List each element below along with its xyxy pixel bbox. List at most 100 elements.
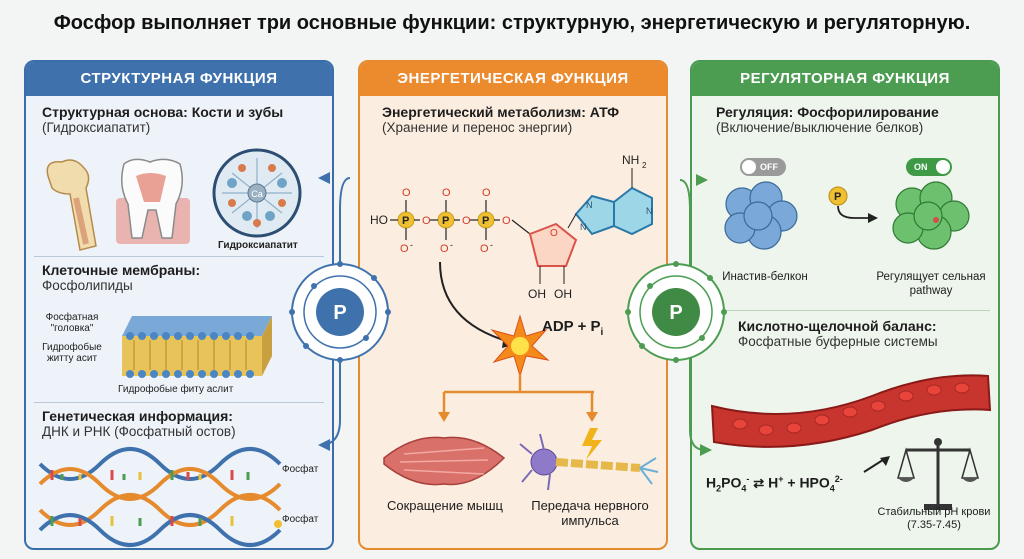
atp-p3: P (482, 215, 489, 227)
toggle-on: ON (906, 158, 952, 176)
muscle-label: Сокращение мышц (387, 498, 503, 513)
inactive-protein-icon (724, 181, 798, 250)
atp-o-top3: O (482, 187, 491, 199)
membrane-tail-label: Гидрофобые житту асит (42, 342, 102, 364)
p-symbol-right: P (669, 302, 682, 324)
eq-hpo-sup: 2- (834, 474, 843, 484)
atp-minus2: - (450, 240, 453, 250)
eq-po-sub: 4 (741, 483, 747, 494)
genetic-subtitle: ДНК и РНК (Фосфатный остов) (42, 424, 236, 439)
atp-title: Энергетический метаболизм: АТФ (382, 104, 620, 120)
page-title: Фосфор выполняет три основные функции: с… (53, 12, 971, 34)
adenine-n3: N (580, 222, 587, 232)
eq-hpo: HPO (799, 474, 830, 491)
muscle-icon (383, 436, 506, 486)
eq-hplus-sup: + (778, 474, 784, 484)
adp-text: ADP + P (542, 318, 601, 335)
blood-vessel-icon (710, 374, 992, 448)
acid-base-subtitle: Фосфатные буферные системы (738, 334, 938, 349)
nerve-label: Передача нервного импульса (531, 498, 649, 528)
ribose-oh2: OH (554, 287, 572, 301)
crystal-atom-ca: Ca (251, 189, 263, 199)
adp-label: ADP + Pi (542, 318, 603, 338)
divider (700, 310, 990, 311)
atp-o-bottom1: O (400, 243, 409, 255)
balance-scale-icon (897, 438, 979, 510)
bones-subtitle: (Гидроксиапатит) (42, 120, 151, 135)
tooth-icon (116, 158, 190, 244)
ribose-o: O (550, 228, 558, 239)
divider (34, 402, 324, 403)
atp-section: Энергетический метаболизм: АТФ (Хранение… (360, 104, 666, 135)
genetic-title: Генетическая информация: (42, 408, 233, 424)
atp-minus1: - (410, 240, 413, 250)
atp-subtitle: (Хранение и перенос энергии) (382, 120, 573, 135)
phosphorylation-section: Регуляция: Фосфорилирование (Включение/в… (692, 104, 998, 135)
phosphate-badge: P (834, 191, 841, 203)
adenine-nh-sub: 2 (642, 161, 647, 170)
p-symbol-left: P (333, 302, 346, 324)
ph-range: (7.35-7.45) (907, 519, 961, 531)
atp-ho: HO (370, 213, 388, 227)
phosphate-label-2: Фосфат (282, 514, 319, 525)
buffer-equation: H2PO4- ⇄ H+ + HPO42- (706, 474, 843, 493)
atp-p1: P (402, 215, 409, 227)
atp-o-bridge1: O (422, 215, 431, 227)
toggle-off: OFF (740, 158, 786, 176)
atp-o-bridge3: O (502, 215, 511, 227)
bones-title: Структурная основа: Кости и зубы (42, 104, 284, 120)
atp-molecule-icon: HO P P P O O O O O O O O O - - - (370, 153, 653, 301)
phosphorus-atom-right: P (625, 261, 727, 363)
eq-h-sub: 2 (716, 483, 722, 494)
adenine-nh: NH (622, 153, 639, 167)
structural-header: СТРУКТУРНАЯ ФУНКЦИЯ (26, 62, 332, 96)
eq-po-sup: - (746, 474, 750, 484)
eq-h: H (706, 474, 717, 491)
phosphorus-atom-left: P (289, 261, 391, 363)
eq-plus: + (787, 474, 796, 491)
membrane-subtitle: Фосфолипиды (42, 278, 133, 293)
membrane-section: Клеточные мембраны: Фосфолипиды (26, 262, 332, 293)
equation-arrow (863, 456, 890, 473)
phosphorylation-subtitle: (Включение/выключение белков) (716, 120, 924, 135)
atp-o-bridge2: O (462, 215, 471, 227)
phospholipid-bilayer-icon (122, 316, 272, 378)
toggle-on-text: ON (914, 162, 928, 172)
membrane-head-label: Фосфатная "головка" (45, 312, 99, 334)
atp-o-top2: O (442, 187, 451, 199)
active-label: Регулящует сельная pathway (876, 271, 986, 297)
ph-label: Стабильный pH крови (7.35-7.45) (872, 506, 996, 532)
equilibrium-arrow: ⇄ (753, 475, 765, 491)
eq-hpo-sub: 4 (829, 483, 835, 494)
bones-section: Структурная основа: Кости и зубы (Гидрок… (26, 104, 332, 135)
atp-p2: P (442, 215, 449, 227)
atp-minus3: - (490, 240, 493, 250)
regulatory-panel: РЕГУЛЯТОРНАЯ ФУНКЦИЯ Регуляция: Фосфорил… (690, 60, 1000, 550)
bone-icon (46, 159, 97, 251)
dna-helix-icon (38, 447, 282, 547)
ribose-oh1: OH (528, 287, 546, 301)
neuron-icon (519, 428, 659, 491)
divider (34, 256, 324, 257)
energy-panel: ЭНЕРГЕТИЧЕСКАЯ ФУНКЦИЯ Энергетический ме… (358, 60, 668, 550)
atp-o-bottom3: O (480, 243, 489, 255)
adenine-n2: N (646, 206, 653, 216)
regulatory-header: РЕГУЛЯТОРНАЯ ФУНКЦИЯ (692, 62, 998, 96)
membrane-bottom-label: Гидрофобые фиту аслит (118, 384, 234, 395)
adp-sub: i (600, 327, 604, 338)
inactive-label: Инастив-белкон (722, 271, 808, 283)
adenine-n1: N (586, 200, 593, 210)
atp-o-bottom2: O (440, 243, 449, 255)
crystal-label: Гидроксиапатит (218, 240, 298, 251)
ph-label-text: Стабильный pH крови (877, 506, 991, 518)
membrane-title: Клеточные мембраны: (42, 262, 201, 278)
acid-base-section: Кислотно-щелочной баланс: Фосфатные буфе… (692, 318, 998, 349)
acid-base-title: Кислотно-щелочной баланс: (738, 318, 937, 334)
energy-header: ЭНЕРГЕТИЧЕСКАЯ ФУНКЦИЯ (360, 62, 666, 96)
toggle-off-text: OFF (760, 162, 778, 172)
phosphate-label-1: Фосфат (282, 464, 319, 475)
eq-po: PO (721, 474, 742, 491)
atp-o-top1: O (402, 187, 411, 199)
phosphorylation-title: Регуляция: Фосфорилирование (716, 104, 939, 120)
branch-arrows (438, 374, 598, 422)
